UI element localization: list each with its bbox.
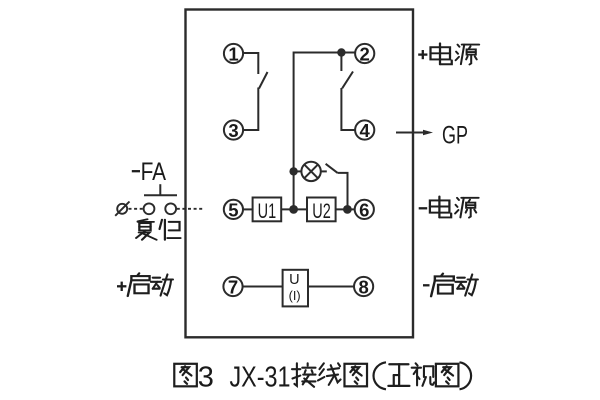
svg-text:(I): (I)	[289, 288, 301, 303]
svg-text:8: 8	[358, 277, 368, 298]
svg-text:FA: FA	[141, 158, 167, 186]
svg-text:U2: U2	[312, 199, 331, 223]
svg-text:U: U	[289, 271, 300, 288]
svg-text:2: 2	[360, 44, 370, 65]
svg-text:5: 5	[228, 200, 238, 221]
svg-text:3: 3	[198, 361, 214, 393]
svg-text:GP: GP	[442, 122, 468, 150]
svg-text:7: 7	[228, 277, 238, 298]
svg-text:6: 6	[359, 200, 369, 221]
svg-text:3: 3	[228, 120, 238, 141]
svg-text:1: 1	[228, 44, 238, 65]
svg-text:U1: U1	[258, 199, 277, 223]
svg-text:4: 4	[360, 120, 371, 141]
svg-text:JX-31: JX-31	[230, 361, 291, 393]
